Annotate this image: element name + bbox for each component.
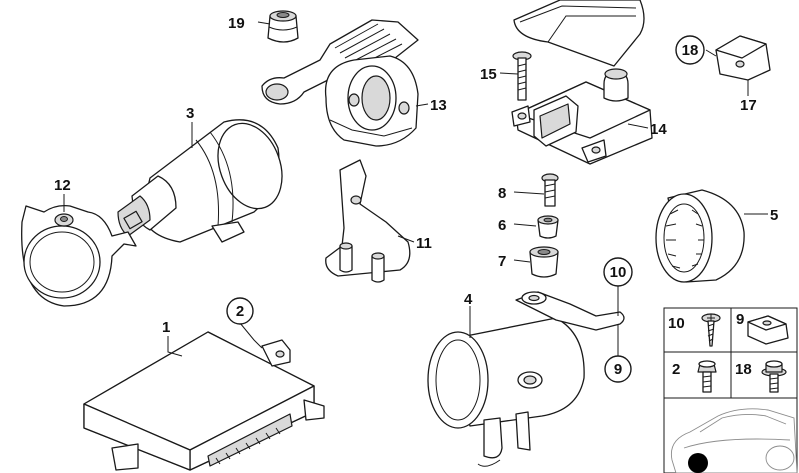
legend-grid: 10 9 2 18 bbox=[663, 307, 798, 473]
callout-14: 14 bbox=[650, 121, 667, 138]
callout-7: 7 bbox=[498, 253, 506, 270]
hex-bolt-icon bbox=[697, 360, 717, 393]
part-15-bolt bbox=[512, 51, 532, 101]
part-3-actuator bbox=[117, 119, 283, 243]
part-19-grommet bbox=[267, 10, 299, 43]
part-13-bracket bbox=[261, 19, 419, 147]
callout-2-circled: 2 bbox=[226, 297, 254, 325]
leader-lines bbox=[63, 21, 768, 357]
legend-cell-2: 2 bbox=[672, 361, 680, 378]
svg-text:9: 9 bbox=[614, 361, 622, 378]
part-17-clip bbox=[715, 35, 771, 81]
part-8-screw bbox=[541, 173, 559, 207]
callout-6: 6 bbox=[498, 217, 506, 234]
callout-17: 17 bbox=[740, 97, 757, 114]
callout-13: 13 bbox=[430, 97, 447, 114]
part-12-ring-bracket bbox=[21, 204, 137, 307]
callout-18-circled: 18 bbox=[675, 35, 705, 65]
part-11-bracket bbox=[325, 159, 411, 283]
callout-8: 8 bbox=[498, 185, 506, 202]
legend-cell-10: 10 bbox=[668, 315, 685, 332]
callout-19: 19 bbox=[228, 15, 245, 32]
location-marker-icon bbox=[688, 453, 708, 473]
part-4-holder bbox=[427, 291, 625, 467]
legend-cell-9: 9 bbox=[736, 311, 744, 328]
vehicle-location-icon bbox=[670, 408, 798, 473]
legend-cell-18: 18 bbox=[735, 361, 752, 378]
part-7-rubber-mount bbox=[529, 246, 559, 278]
part-1-control-unit bbox=[83, 331, 325, 471]
callout-3: 3 bbox=[186, 105, 194, 122]
svg-text:18: 18 bbox=[682, 42, 699, 59]
callout-5: 5 bbox=[770, 207, 778, 224]
svg-text:2: 2 bbox=[236, 303, 244, 320]
callout-1: 1 bbox=[162, 319, 170, 336]
part-6-bushing bbox=[537, 215, 559, 239]
svg-text:10: 10 bbox=[610, 264, 627, 281]
part-5-splined-hub bbox=[655, 189, 745, 283]
callout-11: 11 bbox=[416, 235, 432, 252]
callout-15: 15 bbox=[480, 66, 497, 83]
part-14-module bbox=[511, 68, 653, 165]
callout-4: 4 bbox=[464, 291, 473, 308]
part-14-cover bbox=[513, 0, 645, 67]
flange-bolt-icon bbox=[761, 360, 787, 393]
clip-nut-icon bbox=[747, 315, 789, 345]
self-tapping-screw-icon bbox=[701, 313, 721, 347]
callout-10-circled: 10 bbox=[603, 257, 633, 287]
callout-12: 12 bbox=[54, 177, 71, 194]
callout-9-circled: 9 bbox=[604, 355, 632, 383]
